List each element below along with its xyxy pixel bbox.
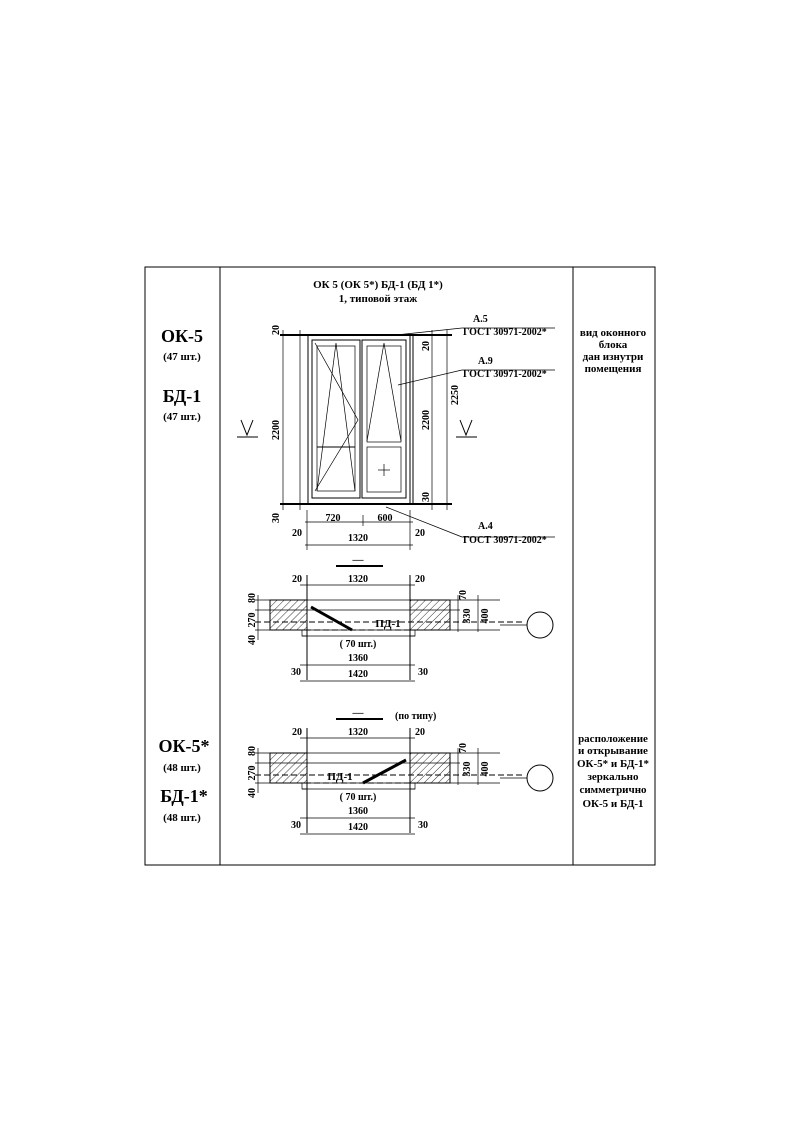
callout-a4: А.4 ГОСТ 30971-2002* — [463, 521, 547, 546]
table-frame — [144, 266, 656, 866]
elevation-dimensions: 20 2200 30 20 2200 30 2250 720 600 20 20… — [271, 325, 461, 544]
wall-right — [409, 752, 451, 784]
svg-text:30: 30 — [271, 513, 282, 523]
dimension-label: 1420 — [348, 669, 368, 680]
dimension-label: 1320 — [348, 574, 368, 585]
svg-text:ГОСТ 30971-2002*: ГОСТ 30971-2002* — [463, 327, 547, 338]
svg-text:20: 20 — [415, 528, 425, 539]
dimension-label: 20 — [292, 574, 302, 585]
section-note: (по типу) — [395, 711, 436, 722]
dimension-label: 20 — [415, 727, 425, 738]
product-label: ПД-1 — [327, 771, 352, 783]
svg-text:блока: блока — [599, 339, 628, 351]
drawing-line — [301, 629, 308, 637]
left-column: ОК-5 (47 шт.) БД-1 (47 шт.) ОК-5* (48 шт… — [158, 326, 209, 824]
mark-ok5: ОК-5 — [161, 326, 203, 346]
svg-text:1320: 1320 — [348, 533, 368, 544]
svg-text:и открывание: и открывание — [578, 745, 648, 757]
qty-bd1-star: (48 шт.) — [163, 812, 201, 824]
svg-text:20: 20 — [292, 528, 302, 539]
qty-ok5: (47 шт.) — [163, 351, 201, 363]
dimension-label: 330 — [462, 609, 473, 624]
dimension-label: 1320 — [348, 727, 368, 738]
dimension-label: 1360 — [348, 653, 368, 664]
svg-text:помещения: помещения — [585, 363, 642, 375]
dimension-label: 80 — [247, 746, 258, 756]
qty-ok5-star: (48 шт.) — [163, 762, 201, 774]
section-mark: — — [352, 554, 365, 566]
dimension-label: 400 — [480, 609, 491, 624]
svg-text:ОК-5* и БД-1*: ОК-5* и БД-1* — [577, 758, 650, 770]
svg-text:симметрично: симметрично — [579, 784, 647, 796]
svg-text:30: 30 — [421, 492, 432, 502]
svg-text:А.4: А.4 — [478, 521, 493, 532]
svg-text:600: 600 — [378, 513, 393, 524]
dimension-label: 40 — [247, 788, 258, 798]
window-door-elevation — [237, 327, 555, 550]
wall-left — [269, 752, 308, 784]
dimension-label: 40 — [247, 635, 258, 645]
mark-bd1: БД-1 — [163, 386, 202, 406]
svg-text:вид оконного: вид оконного — [580, 327, 647, 339]
svg-text:ОК-5 и БД-1: ОК-5 и БД-1 — [582, 798, 643, 810]
svg-text:2250: 2250 — [450, 385, 461, 405]
dimension-label: 70 — [458, 590, 469, 600]
dimension-label: 80 — [247, 593, 258, 603]
right-column-note-2: расположение и открывание ОК-5* и БД-1* … — [577, 733, 650, 810]
svg-text:2200: 2200 — [421, 410, 432, 430]
dimension-label: 30 — [418, 667, 428, 678]
svg-text:2200: 2200 — [271, 420, 282, 440]
dimension-label: 30 — [418, 820, 428, 831]
svg-text:720: 720 — [326, 513, 341, 524]
drawing-line — [310, 605, 353, 632]
product-qty: ( 70 шт.) — [340, 639, 377, 650]
dimension-label: 30 — [291, 667, 301, 678]
drawing-line — [301, 782, 308, 790]
qty-bd1: (47 шт.) — [163, 411, 201, 423]
svg-text:дан изнутри: дан изнутри — [583, 351, 644, 363]
svg-text:А.9: А.9 — [478, 356, 493, 367]
svg-text:20: 20 — [421, 341, 432, 351]
drawing-title: ОК 5 (ОК 5*) БД-1 (БД 1*) — [313, 279, 443, 291]
drawing-line — [409, 782, 416, 790]
mark-bd1-star: БД-1* — [160, 786, 208, 806]
svg-text:расположение: расположение — [578, 733, 648, 745]
section-mark: — — [352, 707, 365, 719]
drawing-line — [362, 758, 407, 785]
dimension-label: 270 — [247, 613, 258, 628]
product-label: ПД-1 — [375, 618, 400, 630]
right-column-note-1: вид оконного блока дан изнутри помещения — [580, 327, 647, 375]
dimension-label: 1420 — [348, 822, 368, 833]
drawing-line — [409, 629, 416, 637]
axis-marker-circle — [526, 764, 554, 792]
dimension-label: 20 — [292, 727, 302, 738]
dimension-label: 400 — [480, 762, 491, 777]
mark-ok5-star: ОК-5* — [158, 736, 209, 756]
svg-text:зеркально: зеркально — [587, 771, 639, 783]
callout-a9: А.9 ГОСТ 30971-2002* — [463, 356, 547, 380]
drawing-subtitle: 1, типовой этаж — [339, 293, 418, 305]
product-qty: ( 70 шт.) — [340, 792, 377, 803]
callout-a5: А.5 ГОСТ 30971-2002* — [463, 314, 547, 338]
dimension-label: 20 — [415, 574, 425, 585]
svg-text:А.5: А.5 — [473, 314, 488, 325]
dimension-label: 1360 — [348, 806, 368, 817]
dimension-label: 30 — [291, 820, 301, 831]
dimension-label: 270 — [247, 766, 258, 781]
axis-marker-circle — [526, 611, 554, 639]
svg-text:20: 20 — [271, 325, 282, 335]
wall-right — [409, 599, 451, 631]
svg-text:ГОСТ 30971-2002*: ГОСТ 30971-2002* — [463, 535, 547, 546]
svg-text:ГОСТ 30971-2002*: ГОСТ 30971-2002* — [463, 369, 547, 380]
dimension-label: 70 — [458, 743, 469, 753]
dimension-label: 330 — [462, 762, 473, 777]
wall-left — [269, 599, 308, 631]
